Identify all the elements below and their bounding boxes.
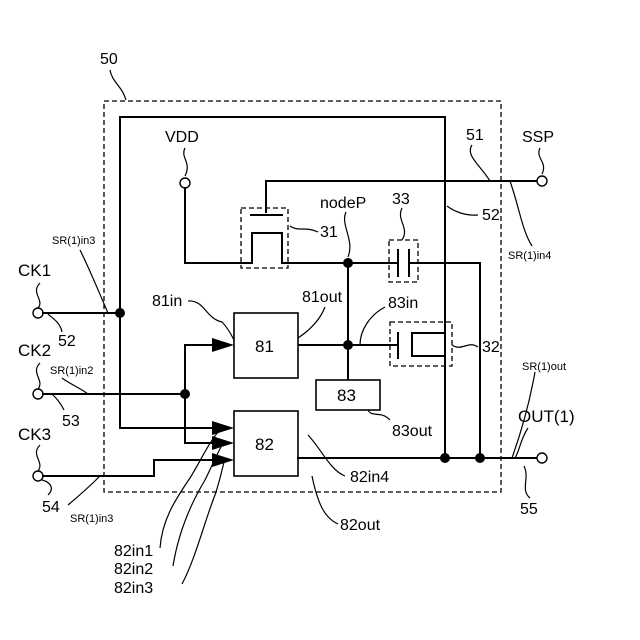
label-82in1: 82in1 bbox=[114, 543, 153, 560]
label-51: 51 bbox=[466, 127, 484, 144]
leader-nodep bbox=[345, 212, 350, 257]
leader-83out bbox=[368, 410, 390, 420]
label-54: 54 bbox=[42, 499, 60, 516]
transistor-32-dashed-box bbox=[390, 322, 452, 366]
junction-nodep-top bbox=[343, 258, 353, 268]
label-vdd: VDD bbox=[165, 129, 199, 146]
arrow-82in2 bbox=[212, 436, 234, 450]
label-83in: 83in bbox=[388, 295, 418, 312]
ck3-terminal[interactable] bbox=[33, 471, 43, 481]
label-32: 32 bbox=[482, 339, 500, 356]
ck2-to-82-wire bbox=[185, 394, 216, 443]
label-block-81: 81 bbox=[255, 337, 274, 356]
leader-31 bbox=[290, 226, 318, 232]
leader-55 bbox=[524, 466, 530, 498]
label-out1: OUT(1) bbox=[518, 407, 575, 426]
label-sr-in2: SR(1)in2 bbox=[50, 365, 93, 377]
out1-terminal[interactable] bbox=[537, 453, 547, 463]
label-sr-out: SR(1)out bbox=[522, 361, 566, 373]
label-block-83: 83 bbox=[337, 386, 356, 405]
leader-52b bbox=[48, 314, 62, 332]
leader-52 bbox=[447, 206, 478, 215]
junction-ck1 bbox=[115, 308, 125, 318]
label-82in4: 82in4 bbox=[350, 469, 389, 486]
junction-out-left bbox=[440, 453, 450, 463]
arrow-82in1 bbox=[212, 421, 234, 435]
transistor-32-channel bbox=[412, 333, 445, 356]
label-node-p: nodeP bbox=[320, 195, 366, 212]
leader-32 bbox=[452, 345, 478, 348]
leader-51 bbox=[470, 145, 490, 181]
leader-81in bbox=[188, 301, 234, 340]
label-sr-in3-bot: SR(1)in3 bbox=[70, 513, 113, 525]
label-81in: 81in bbox=[152, 293, 182, 310]
vdd-wire bbox=[185, 188, 246, 263]
leader-83in bbox=[360, 307, 385, 345]
label-82in2: 82in2 bbox=[114, 561, 153, 578]
leader-53 bbox=[52, 394, 64, 410]
arrow-81in bbox=[212, 338, 234, 352]
label-33: 33 bbox=[392, 191, 410, 208]
label-53: 53 bbox=[62, 413, 80, 430]
label-82out: 82out bbox=[340, 517, 381, 534]
leader-ssp bbox=[539, 148, 544, 174]
label-82in3: 82in3 bbox=[114, 580, 153, 597]
junction-ck2 bbox=[180, 389, 190, 399]
label-55: 55 bbox=[520, 501, 538, 518]
transistor-31-dashed-box bbox=[241, 208, 288, 268]
leader-50 bbox=[110, 70, 126, 100]
leader-sr-in3-bot bbox=[68, 476, 100, 505]
leader-54 bbox=[42, 480, 51, 495]
leader-sr-in4 bbox=[510, 181, 532, 246]
ck1-to-82-wire bbox=[120, 313, 216, 428]
label-31: 31 bbox=[320, 224, 338, 241]
label-ck2: CK2 bbox=[18, 341, 51, 360]
leader-81out bbox=[298, 307, 325, 338]
ck2-terminal[interactable] bbox=[33, 389, 43, 399]
junction-nodep-mid bbox=[343, 340, 353, 350]
feedback-wire bbox=[120, 117, 445, 458]
capacitor-33-dashed-box bbox=[389, 240, 418, 282]
label-83out: 83out bbox=[392, 423, 433, 440]
label-52: 52 bbox=[482, 207, 500, 224]
ck3-wire bbox=[43, 460, 216, 476]
leader-ck3 bbox=[36, 445, 40, 471]
leader-ck2 bbox=[36, 363, 40, 389]
leader-82in1 bbox=[160, 430, 220, 548]
ck1-terminal[interactable] bbox=[33, 308, 43, 318]
junction-out-right bbox=[475, 453, 485, 463]
label-ssp: SSP bbox=[522, 129, 554, 146]
label-sr-in3-top: SR(1)in3 bbox=[52, 235, 95, 247]
leader-33 bbox=[400, 208, 404, 240]
leader-vdd bbox=[184, 148, 188, 176]
leader-82out bbox=[312, 476, 338, 524]
label-block-82: 82 bbox=[255, 435, 274, 454]
vdd-terminal[interactable] bbox=[180, 178, 190, 188]
leader-sr-in2 bbox=[62, 378, 88, 394]
leader-82in4 bbox=[308, 435, 345, 476]
leader-ck1 bbox=[36, 283, 40, 308]
label-block-50: 50 bbox=[100, 51, 118, 68]
label-ck1: CK1 bbox=[18, 261, 51, 280]
label-sr-in4: SR(1)in4 bbox=[508, 250, 551, 262]
label-81out: 81out bbox=[302, 289, 343, 306]
ssp-terminal[interactable] bbox=[537, 176, 547, 186]
label-52b: 52 bbox=[58, 333, 76, 350]
ck2-to-81-wire bbox=[185, 345, 216, 394]
label-ck3: CK3 bbox=[18, 425, 51, 444]
